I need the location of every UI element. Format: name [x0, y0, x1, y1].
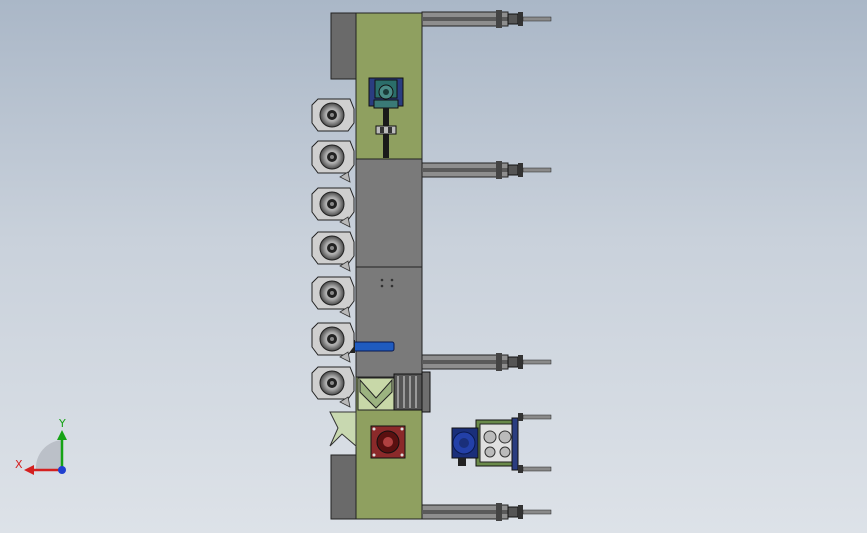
roller: [311, 187, 355, 221]
gray-plate-middle-2: [355, 266, 423, 378]
blue-cylinder-bar: [349, 341, 395, 352]
triad-x-label: X: [15, 458, 23, 471]
gray-plate-middle-1: [355, 158, 423, 268]
cylinder-top: [421, 10, 552, 28]
mounting-holes: [380, 278, 394, 288]
cylinder-bottom: [421, 503, 552, 521]
roller: [311, 276, 355, 310]
roller: [311, 231, 355, 265]
coordinate-triad: [24, 430, 67, 475]
triad-y-label: Y: [58, 417, 66, 430]
roller-spacers: [339, 171, 351, 408]
rollers: [311, 98, 355, 400]
roller: [311, 366, 355, 400]
v-block-assembly: [357, 371, 431, 413]
roller: [311, 322, 355, 356]
cylinder-upper-middle: [421, 161, 552, 179]
roller: [311, 140, 355, 174]
left-v-clamp: [329, 411, 357, 448]
left-block-top: [330, 12, 358, 80]
left-block-bottom: [330, 454, 358, 520]
roller: [311, 98, 355, 132]
cylinder-lower-middle: [421, 353, 552, 371]
red-motor: [370, 425, 406, 459]
top-bearing-assembly: [368, 77, 404, 158]
blue-motor-assembly: [451, 413, 552, 473]
